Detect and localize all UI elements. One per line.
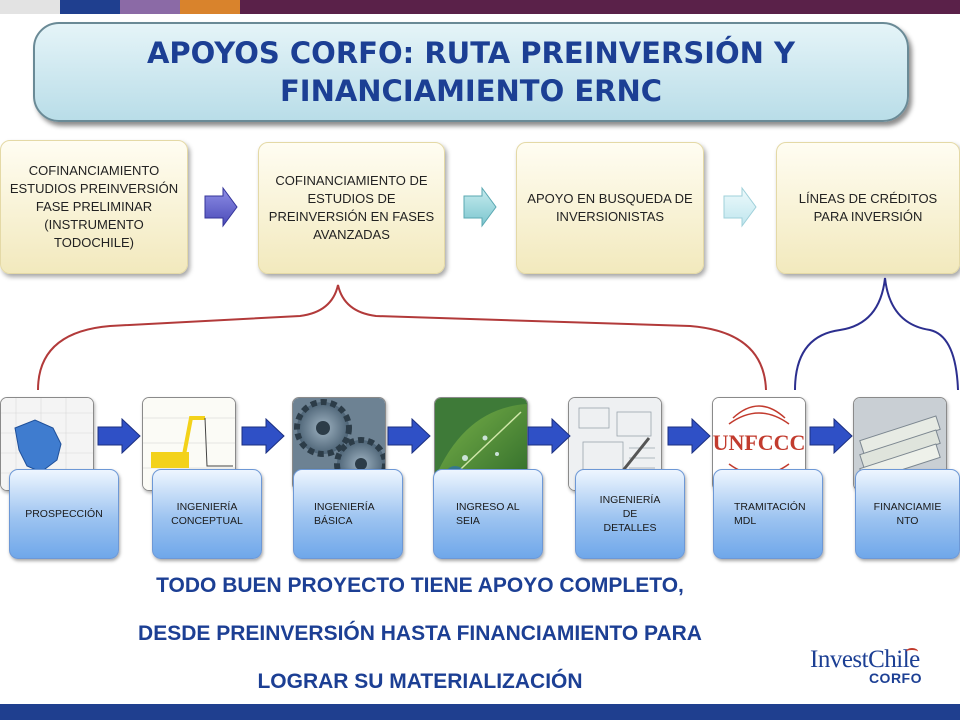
step-label: INGENIERÍA CONCEPTUAL: [171, 501, 243, 527]
arrow-right-icon: [527, 418, 571, 454]
step-label: INGENIERÍA DE DETALLES: [599, 494, 661, 534]
page-title: APOYOS CORFO: RUTA PREINVERSIÓN Y FINANC…: [147, 34, 795, 110]
step-tramitacion-mdl: TRAMITACIÓN MDL: [713, 469, 823, 559]
message-line-3: LOGRAR SU MATERIALIZACIÓN: [257, 670, 583, 693]
step-label: PROSPECCIÓN: [25, 508, 103, 520]
stage-preinversion-avanzada: COFINANCIAMIENTO DE ESTUDIOS DE PREINVER…: [258, 142, 445, 274]
stage-label: COFINANCIAMIENTO ESTUDIOS PREINVERSIÓN F…: [9, 163, 179, 250]
logo-text: InvestChile: [810, 646, 920, 673]
step-ingenieria-detalles: INGENIERÍA DE DETALLES: [575, 469, 685, 559]
top-color-bar: [0, 0, 960, 14]
arrow-right-icon: [463, 186, 497, 228]
title-banner: APOYOS CORFO: RUTA PREINVERSIÓN Y FINANC…: [33, 22, 909, 122]
investchile-corfo-logo: InvestChile CORFO: [810, 646, 930, 690]
unfccc-text: UNFCCC: [713, 430, 805, 455]
red-bracket: [37, 284, 767, 391]
step-financiamiento: FINANCIAMIENTO: [855, 469, 960, 559]
message-line-2: DESDE PREINVERSIÓN HASTA FINANCIAMIENTO …: [138, 622, 702, 645]
step-label: TRAMITACIÓN MDL: [734, 501, 806, 527]
step-label: INGENIERÍA BÁSICA: [314, 501, 375, 527]
title-line-2: FINANCIAMIENTO ERNC: [279, 74, 663, 108]
arrow-right-icon: [723, 186, 757, 228]
arrow-right-icon: [97, 418, 141, 454]
stage-label: COFINANCIAMIENTO DE ESTUDIOS DE PREINVER…: [268, 173, 435, 242]
logo-subtext: CORFO: [868, 670, 922, 686]
arrow-right-icon: [387, 418, 431, 454]
arrow-right-icon: [204, 186, 238, 228]
arrow-right-icon: [809, 418, 853, 454]
arrow-right-icon: [241, 418, 285, 454]
arrow-right-icon: [667, 418, 711, 454]
step-ingenieria-conceptual: INGENIERÍA CONCEPTUAL: [152, 469, 262, 559]
blue-bracket: [794, 277, 959, 391]
bottom-color-bar: [0, 704, 960, 720]
stage-label: APOYO EN BUSQUEDA DE INVERSIONISTAS: [527, 191, 693, 224]
message-line-1: TODO BUEN PROYECTO TIENE APOYO COMPLETO,: [156, 574, 684, 597]
title-line-1: APOYOS CORFO: RUTA PREINVERSIÓN Y: [146, 36, 796, 70]
step-label: INGRESO AL SEIA: [456, 501, 520, 527]
stage-preinversion-preliminar: COFINANCIAMIENTO ESTUDIOS PREINVERSIÓN F…: [0, 140, 188, 274]
logo-swoosh-icon: [906, 648, 918, 655]
stage-apoyo-inversionistas: APOYO EN BUSQUEDA DE INVERSIONISTAS: [516, 142, 704, 274]
stage-label: LÍNEAS DE CRÉDITOS PARA INVERSIÓN: [798, 191, 938, 224]
step-prospeccion: PROSPECCIÓN: [9, 469, 119, 559]
step-label: FINANCIAMIENTO: [873, 501, 942, 527]
step-ingenieria-basica: INGENIERÍA BÁSICA: [293, 469, 403, 559]
step-ingreso-seia: INGRESO AL SEIA: [433, 469, 543, 559]
stage-lineas-credito: LÍNEAS DE CRÉDITOS PARA INVERSIÓN: [776, 142, 960, 274]
